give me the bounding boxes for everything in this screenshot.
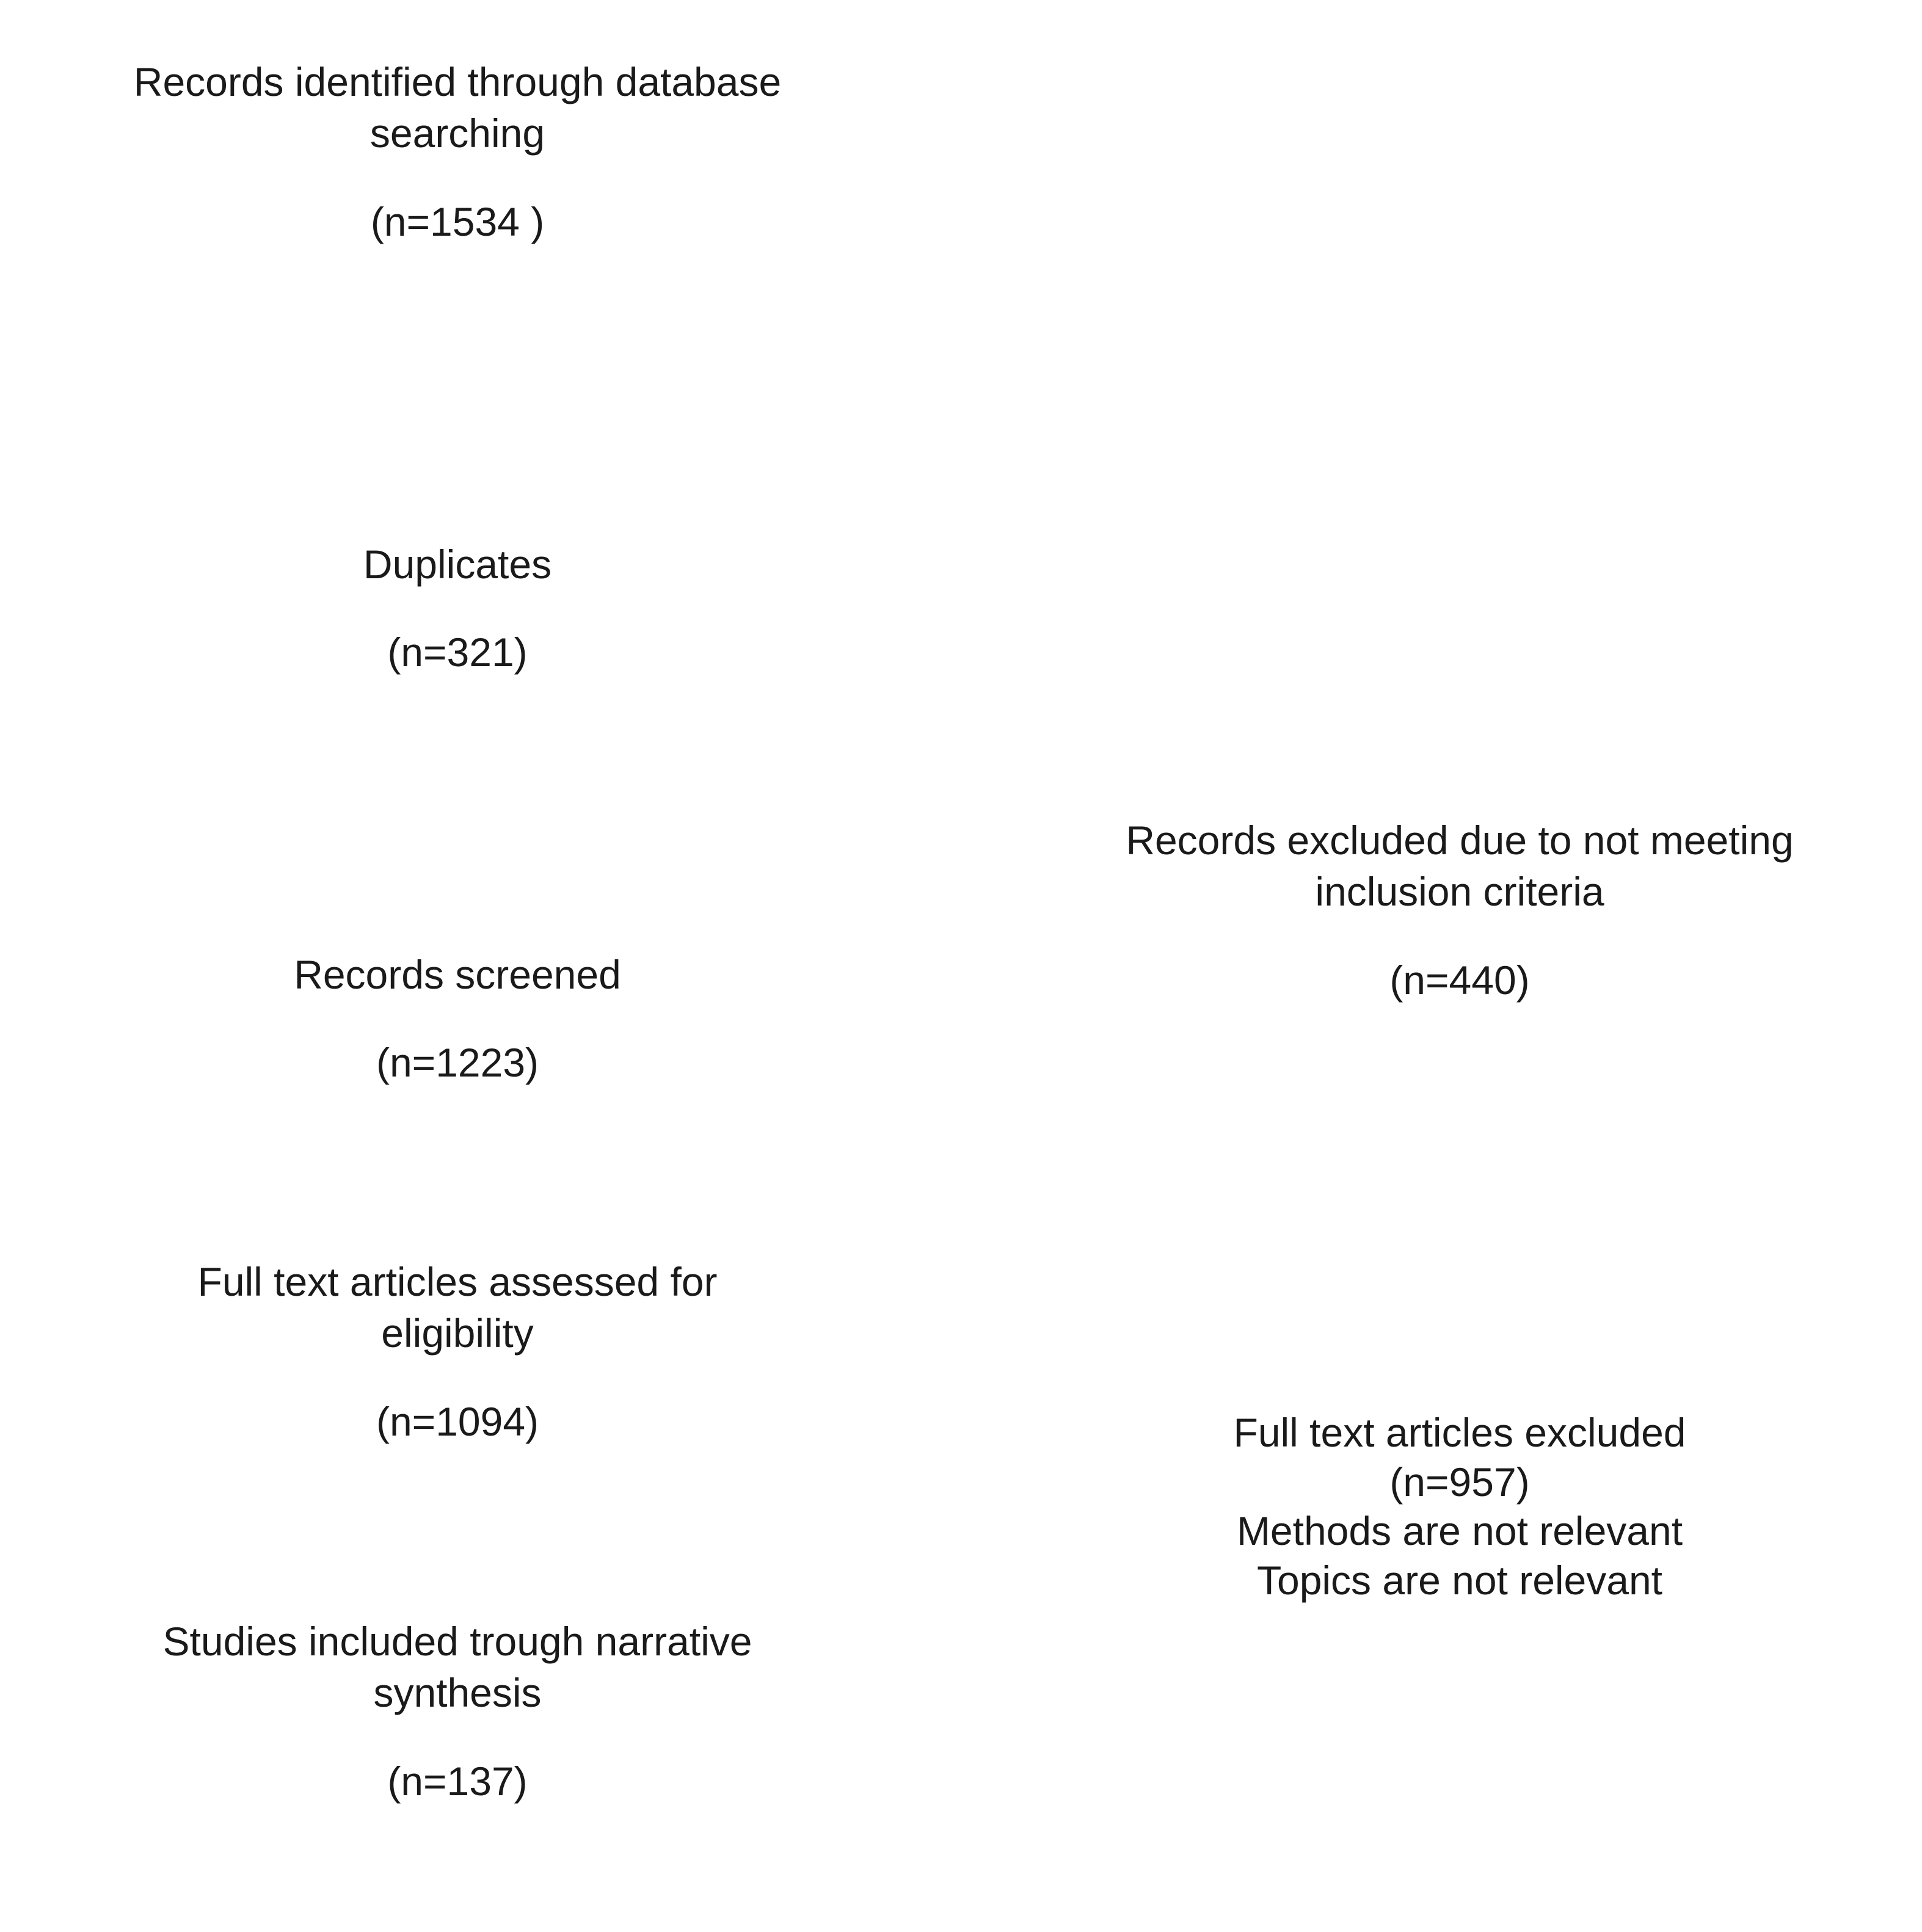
fulltext-excluded-reason-topics: Topics are not relevant (1256, 1557, 1663, 1603)
fulltext-excluded-count: (n=957) (1389, 1459, 1530, 1505)
fulltext-excluded-label: Full text articles excluded (1233, 1410, 1686, 1455)
studies-included-line1: Studies included trough narrative (162, 1619, 752, 1664)
fulltext-excluded-reason-methods: Methods are not relevant (1236, 1508, 1683, 1554)
box-fulltext-excluded: Full text articles excluded (n=957) Meth… (1027, 1373, 1892, 1690)
records-identified-line1: Records identified through database (133, 59, 782, 104)
records-identified-line2: searching (369, 111, 545, 156)
fulltext-assessed-count: (n=1094) (376, 1398, 539, 1444)
box-records-identified: Records identified through database sear… (26, 31, 889, 343)
box-fulltext-assessed: Full text articles assessed for eligibil… (26, 1230, 889, 1547)
duplicates-label: Duplicates (363, 542, 552, 587)
box-duplicates: Duplicates (n=321) (26, 462, 889, 779)
fulltext-assessed-line1: Full text articles assessed for (197, 1259, 718, 1304)
fulltext-assessed-line2: eligibility (381, 1310, 534, 1356)
records-identified-count: (n=1534 ) (370, 198, 545, 244)
records-screened-count: (n=1223) (376, 1040, 539, 1086)
box-studies-included: Studies included trough narrative synthe… (26, 1590, 889, 1905)
box-records-excluded-screening: Records excluded due to not meeting incl… (1027, 794, 1892, 1111)
studies-included-count: (n=137) (387, 1758, 528, 1804)
records-excluded-line1: Records excluded due to not meeting (1126, 818, 1794, 863)
studies-included-line2: synthesis (373, 1670, 542, 1716)
box-records-screened: Records screened (n=1223) (26, 876, 889, 1191)
duplicates-count: (n=321) (387, 630, 528, 675)
records-excluded-line2: inclusion criteria (1315, 869, 1604, 915)
records-screened-label: Records screened (294, 952, 621, 997)
records-excluded-count: (n=440) (1389, 957, 1530, 1003)
